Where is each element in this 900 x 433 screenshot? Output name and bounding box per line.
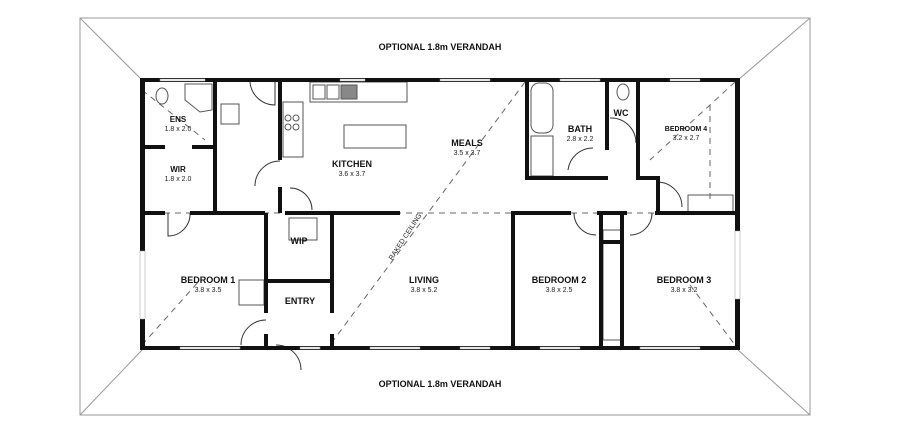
room-name-bath: BATH <box>568 124 592 134</box>
room-name-kitchen: KITCHEN <box>332 159 372 169</box>
wall <box>330 334 334 348</box>
window <box>179 346 241 350</box>
wall <box>620 213 624 348</box>
room-name-bedroom4: BEDROOM 4 <box>665 126 708 133</box>
wall <box>656 176 660 213</box>
doors <box>167 81 683 371</box>
room-name-meals: MEALS <box>451 138 483 148</box>
wall <box>140 211 165 215</box>
walls <box>139 78 741 350</box>
wall <box>140 346 740 350</box>
wall <box>285 211 312 215</box>
room-name-bedroom3: BEDROOM 3 <box>657 275 712 285</box>
window <box>439 78 491 82</box>
room-name-bedroom2: BEDROOM 2 <box>532 275 587 285</box>
window <box>159 78 206 82</box>
room-name-wir: WIR <box>170 165 186 174</box>
wall <box>511 211 571 215</box>
room-size-ens: 1.8 x 2.0 <box>165 126 192 133</box>
room-size-wir: 1.8 x 2.0 <box>165 176 192 183</box>
room-name-ens: ENS <box>170 115 187 124</box>
wall <box>278 80 282 160</box>
room-name-wip: WIP <box>291 236 308 246</box>
wall <box>264 334 268 348</box>
wall <box>192 145 217 149</box>
wall <box>655 211 740 215</box>
window <box>559 78 601 82</box>
room-size-bedroom1: 3.8 x 3.5 <box>195 287 222 294</box>
verandah-outline <box>79 17 811 416</box>
room-name-wc: WC <box>614 108 629 118</box>
verandah-bottom-label: OPTIONAL 1.8m VERANDAH <box>379 379 502 389</box>
wall <box>525 80 529 180</box>
room-size-living: 3.8 x 5.2 <box>411 287 438 294</box>
room-size-meals: 3.5 x 3.7 <box>454 150 481 157</box>
room-name-living: LIVING <box>409 275 439 285</box>
room-size-kitchen: 3.6 x 3.7 <box>339 171 366 178</box>
room-name-bedroom1: BEDROOM 1 <box>181 275 236 285</box>
window <box>139 250 146 320</box>
window <box>734 230 741 300</box>
wall <box>330 213 334 313</box>
room-size-bedroom3: 3.8 x 3.2 <box>671 287 698 294</box>
wall <box>636 80 640 180</box>
wall <box>213 80 217 213</box>
wall <box>511 213 515 348</box>
window <box>299 346 321 350</box>
wall <box>190 211 265 215</box>
wall <box>264 279 334 283</box>
window <box>339 78 366 82</box>
wall <box>605 80 609 150</box>
window <box>639 346 701 350</box>
verandah-top-label: OPTIONAL 1.8m VERANDAH <box>379 42 502 52</box>
wall <box>599 213 603 348</box>
room-size-bedroom4: 3.2 x 2.7 <box>673 135 700 142</box>
raked-ceiling-label: RAKED CEILING <box>388 213 423 262</box>
window <box>539 346 581 350</box>
wall <box>278 187 282 213</box>
wall <box>525 176 608 180</box>
window <box>669 78 701 82</box>
room-size-bedroom2: 3.8 x 2.5 <box>546 287 573 294</box>
window <box>369 346 421 350</box>
wall <box>597 211 627 215</box>
wall <box>264 213 268 313</box>
wall <box>140 145 165 149</box>
wall <box>601 240 624 244</box>
wall <box>636 176 658 180</box>
room-size-bath: 2.8 x 2.2 <box>567 136 594 143</box>
wall <box>312 211 400 215</box>
room-name-entry: ENTRY <box>285 296 315 306</box>
window <box>459 346 491 350</box>
